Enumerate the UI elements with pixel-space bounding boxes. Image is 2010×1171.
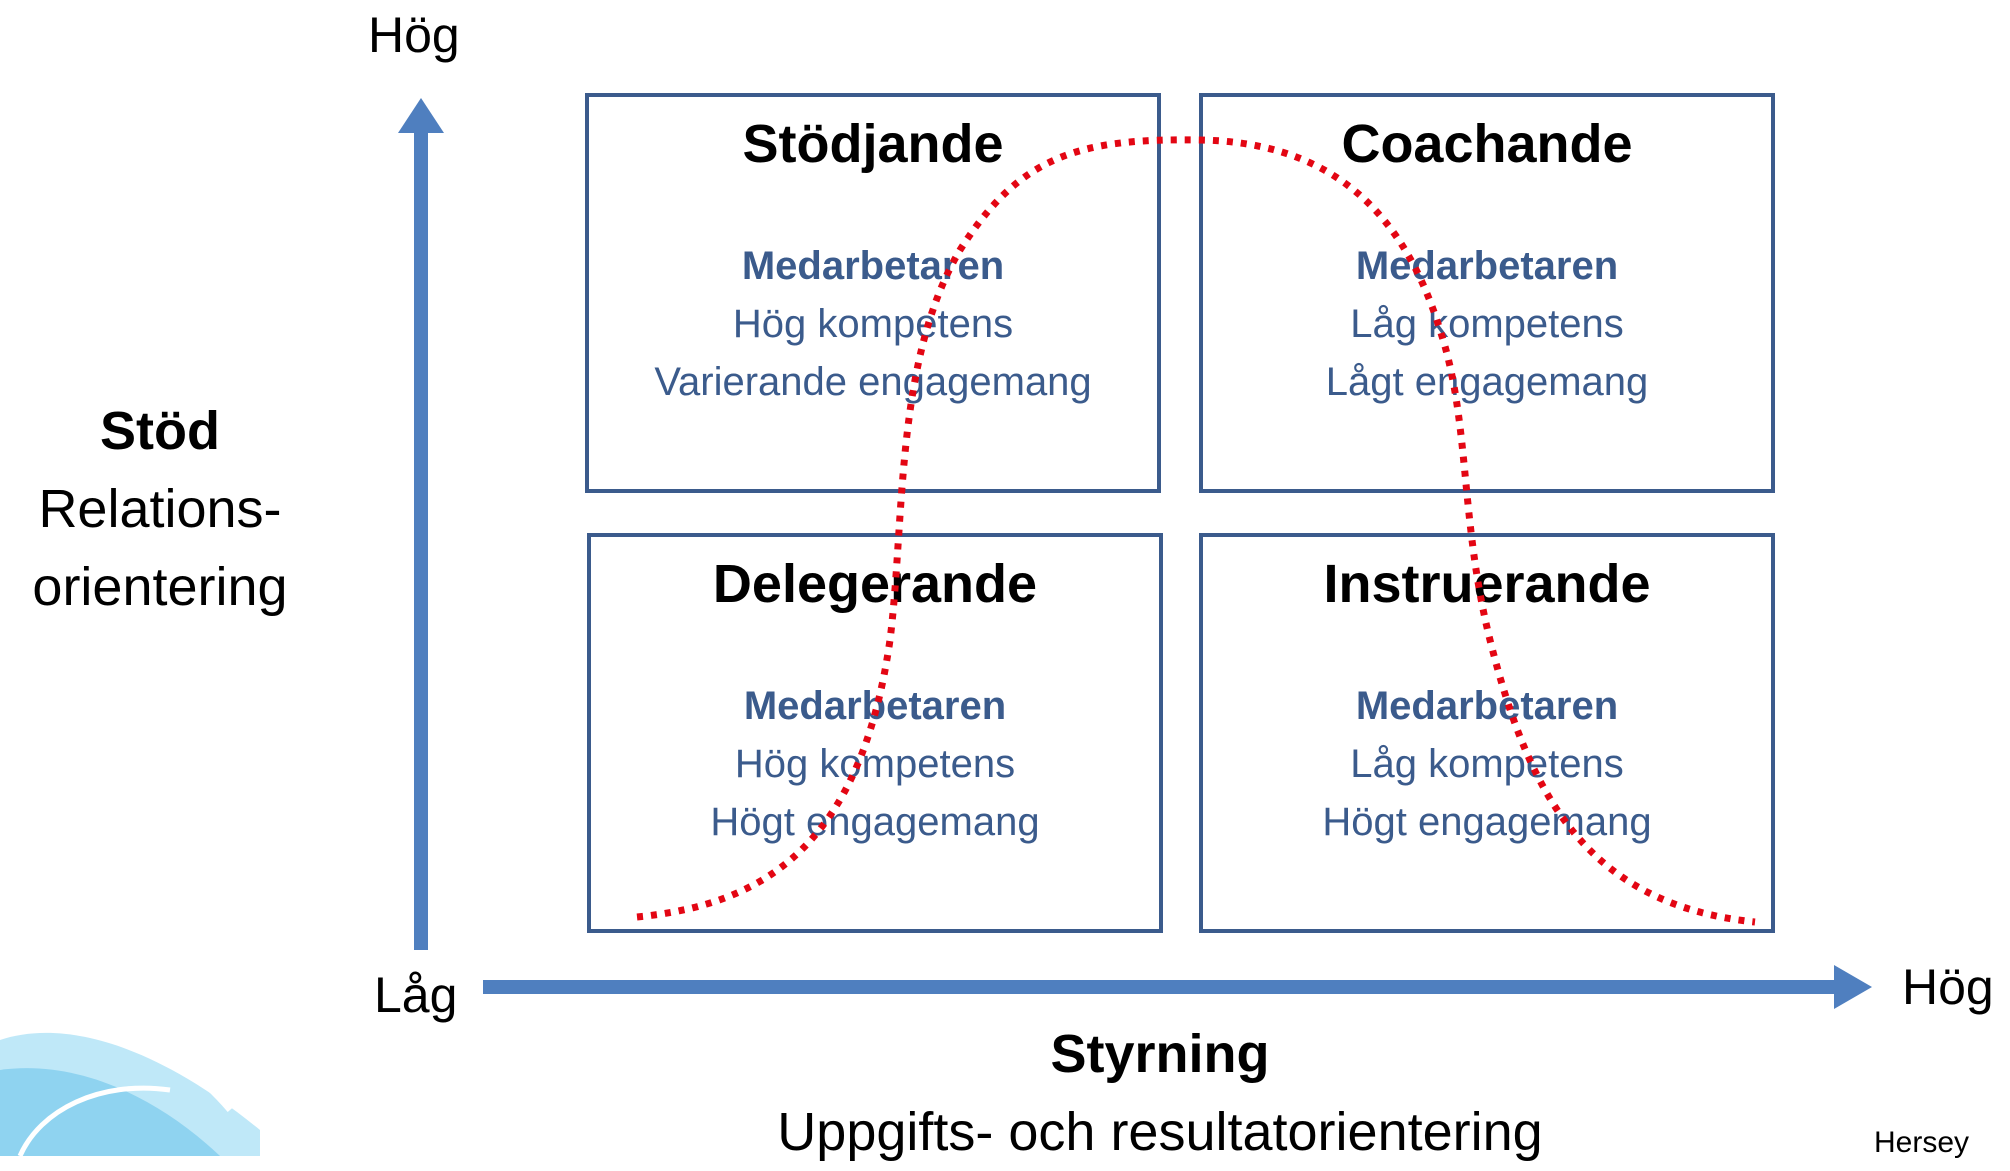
quadrant-instruerande: Instruerande Medarbetaren Låg kompetens …: [1199, 533, 1775, 933]
y-axis-arrowhead: [398, 98, 444, 133]
x-axis-high-label: Hög: [1902, 959, 1994, 1015]
x-axis-subtitle: Uppgifts- och resultatorientering: [777, 1102, 1543, 1162]
quadrant-title: Delegerande: [712, 554, 1038, 614]
quadrant-competence: Hög kompetens: [732, 302, 1014, 346]
quadrant-coachande: Coachande Medarbetaren Låg kompetens Låg…: [1199, 93, 1775, 493]
quadrant-heading: Medarbetaren: [1355, 684, 1619, 728]
quadrant-title: Coachande: [1341, 114, 1633, 174]
quadrant-heading: Medarbetaren: [741, 244, 1005, 288]
quadrant-competence: Låg kompetens: [1350, 302, 1624, 346]
y-axis-title-block: Stöd Relations- orientering: [0, 392, 320, 626]
quadrant-engagement: Lågt engagemang: [1325, 360, 1649, 404]
quadrant-competence: Låg kompetens: [1350, 742, 1624, 786]
x-axis-arrowhead: [1834, 965, 1872, 1009]
quadrant-stodjande: Stödjande Medarbetaren Hög kompetens Var…: [585, 93, 1161, 493]
quadrant-heading: Medarbetaren: [743, 684, 1007, 728]
citation: Hersey: [1874, 1126, 1970, 1159]
quadrant-engagement: Högt engagemang: [710, 800, 1040, 844]
y-axis-high-label: Hög: [368, 7, 460, 63]
y-axis-title: Stöd: [100, 401, 220, 461]
quadrant-heading: Medarbetaren: [1355, 244, 1619, 288]
quadrant-competence: Hög kompetens: [734, 742, 1016, 786]
x-axis-title-block: Styrning Uppgifts- och resultatorienteri…: [640, 1015, 1680, 1171]
y-axis-subtitle-line2: orientering: [32, 557, 288, 617]
decorative-swirl: [0, 1011, 260, 1156]
x-axis-title: Styrning: [1050, 1024, 1270, 1084]
y-axis-subtitle-line1: Relations-: [38, 479, 282, 539]
quadrant-engagement: Varierande engagemang: [654, 360, 1092, 404]
quadrant-title: Stödjande: [742, 114, 1004, 174]
quadrant-delegerande: Delegerande Medarbetaren Hög kompetens H…: [587, 533, 1163, 933]
quadrant-title: Instruerande: [1323, 554, 1651, 614]
quadrant-engagement: Högt engagemang: [1322, 800, 1652, 844]
x-axis-low-label: Låg: [374, 967, 458, 1023]
